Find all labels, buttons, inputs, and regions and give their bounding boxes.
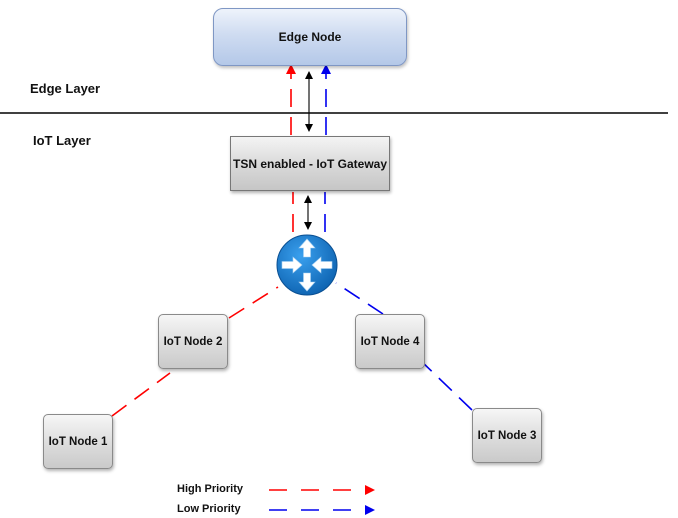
iot-layer-label: IoT Layer — [33, 133, 91, 148]
high-priority-link-node1-node2 — [111, 372, 171, 417]
legend-high-priority-label: High Priority — [177, 483, 244, 495]
tsn-iot-gateway: TSN enabled - IoT Gateway — [230, 136, 390, 191]
iot-node-1-label: IoT Node 1 — [48, 435, 108, 448]
edge-node: Edge Node — [213, 8, 407, 66]
low-priority-link-node3-node4 — [419, 359, 473, 411]
router-icon — [276, 234, 338, 296]
iot-node-1: IoT Node 1 — [43, 414, 113, 469]
gateway-label: TSN enabled - IoT Gateway — [232, 156, 388, 171]
edge-node-label: Edge Node — [278, 30, 342, 44]
legend-low-priority-line — [269, 505, 375, 515]
iot-node-3: IoT Node 3 — [472, 408, 542, 463]
edge-layer-label: Edge Layer — [30, 81, 101, 96]
iot-node-3-label: IoT Node 3 — [477, 429, 537, 442]
iot-node-2: IoT Node 2 — [158, 314, 228, 369]
legend-low-priority-label: Low Priority — [177, 503, 241, 515]
low-priority-link-node4-router — [335, 282, 384, 315]
high-priority-link-node2-router — [228, 286, 279, 319]
legend-high-priority-line — [269, 485, 375, 495]
iot-node-4: IoT Node 4 — [355, 314, 425, 369]
iot-node-4-label: IoT Node 4 — [360, 335, 420, 348]
iot-node-2-label: IoT Node 2 — [163, 335, 223, 348]
